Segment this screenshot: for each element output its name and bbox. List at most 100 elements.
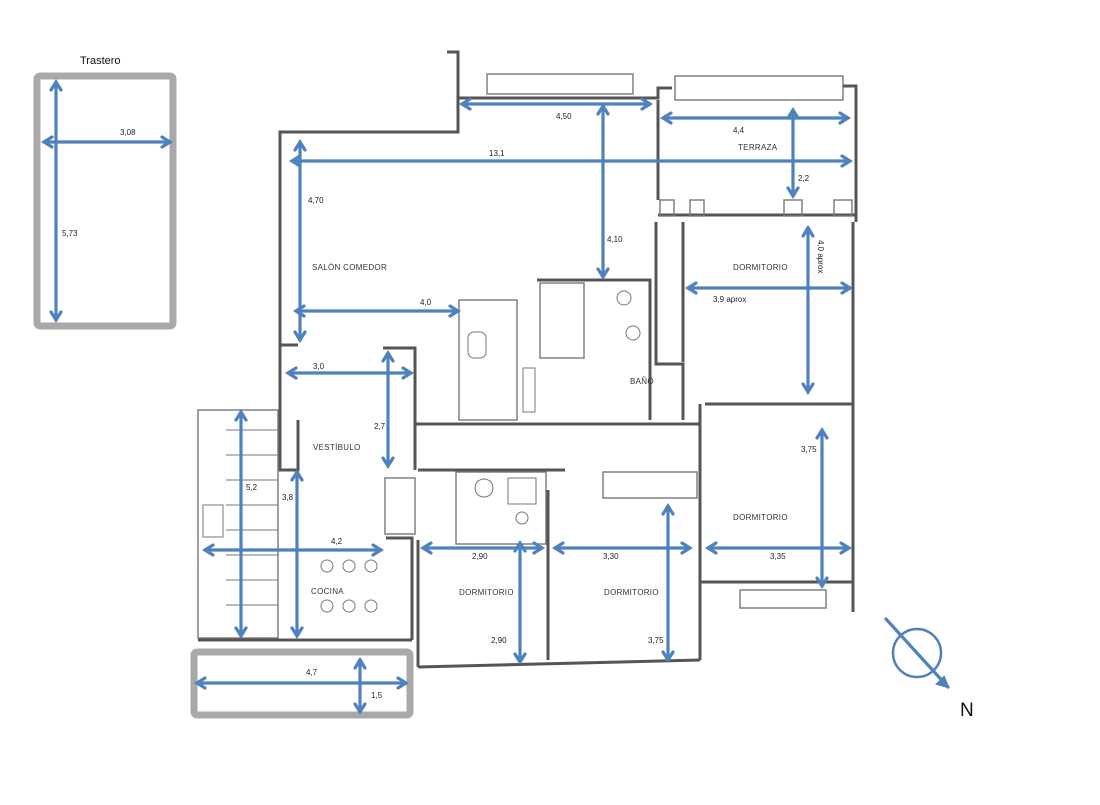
arrowhead-dorm-s2-width-start [551, 541, 565, 555]
room-label-terraza: TERRAZA [738, 143, 778, 152]
arrowhead-vestibulo-width-start [284, 366, 298, 380]
arrowhead-salon-width-end [448, 304, 462, 318]
arrowhead-terraza-depth-end [786, 186, 800, 200]
dim-label-dorm-s2-depth: 3,75 [648, 636, 664, 645]
room-label-salon-comedor: SALÓN COMEDOR [312, 263, 387, 272]
arrowhead-dorm-ne-depth-end [801, 382, 815, 396]
dim-label-balcony-width: 4,7 [306, 668, 318, 677]
dim-label-cocina-depth-inner: 3,8 [282, 493, 294, 502]
arrowhead-salon-depth-left-end [293, 330, 307, 344]
arrowhead-balcony-depth-end [353, 702, 367, 716]
dim-label-cocina-depth: 5,2 [246, 483, 258, 492]
sink-double [522, 367, 536, 413]
dimension-lines [42, 80, 852, 714]
arrowhead-terraza-width-start [659, 111, 673, 125]
dim-label-overall-length: 13,1 [489, 149, 505, 158]
wall-bano-north [537, 278, 652, 420]
room-labels: TERRAZA SALÓN COMEDOR DORMITORIO BAÑO VE… [311, 143, 788, 597]
room-label-bano: BAÑO [630, 377, 654, 386]
dim-label-vestibulo-depth: 2,7 [374, 422, 386, 431]
arrowhead-dorm-ne-depth-start [801, 224, 815, 238]
arrowhead-dorm-s2-depth-start [661, 502, 675, 516]
arrowhead-trastero-length-start [49, 78, 63, 92]
pillar-4 [833, 199, 853, 217]
arrowhead-trastero-length-end [49, 310, 63, 324]
closet-1 [602, 471, 698, 499]
room-label-cocina: COCINA [311, 587, 344, 596]
arrowhead-salon-window-end [640, 97, 654, 111]
wall-north-salon [458, 86, 672, 100]
arrowhead-terraza-depth-start [786, 106, 800, 120]
dim-label-salon-width: 4,0 [420, 298, 432, 307]
wall-outer-west [278, 50, 460, 347]
arrowhead-dorm-ne-width-start [684, 281, 698, 295]
shower [539, 282, 585, 359]
arrowhead-dorm-s2-depth-end [661, 650, 675, 664]
room-label-dormitorio-ne: DORMITORIO [733, 263, 788, 272]
window-salon [486, 73, 634, 95]
wall-cocina-east [386, 536, 414, 640]
kitchen-sink [202, 504, 224, 538]
stairs [197, 409, 279, 639]
dim-label-cocina-width: 4,2 [331, 537, 343, 546]
arrowhead-cocina-depth-start [234, 408, 248, 422]
chair-3 [364, 559, 378, 573]
wall-dorm-ne-west [654, 222, 685, 420]
dim-label-vestibulo-width: 3,0 [313, 362, 325, 371]
dim-label-terraza-width: 4,4 [733, 126, 745, 135]
wall-terraza-east [843, 84, 858, 222]
arrowhead-salon-depth-right-end [596, 267, 610, 281]
arrowhead-cocina-width-end [371, 543, 385, 557]
dim-label-dorm-s1-depth: 2,90 [491, 636, 507, 645]
storage-title: Trastero [80, 55, 121, 67]
chair-2 [342, 559, 356, 573]
walls [197, 50, 858, 669]
arrowhead-vestibulo-width-end [401, 366, 415, 380]
compass-arrowhead-icon [935, 675, 950, 689]
arrowhead-cocina-width-start [201, 543, 215, 557]
chair-6 [364, 599, 378, 613]
toilet-3 [474, 478, 494, 498]
wall-south [417, 658, 701, 669]
arrowhead-balcony-width-start [193, 676, 207, 690]
wall-vestibulo-west [278, 345, 300, 472]
arrowhead-trastero-width-start [40, 135, 54, 149]
sink-2 [515, 511, 529, 525]
wall-vestibulo-east [383, 346, 417, 470]
toilet-1 [625, 325, 641, 341]
dim-label-terraza-depth: 2,2 [798, 174, 810, 183]
toilet-2 [467, 331, 487, 359]
fridge [384, 477, 416, 535]
arrowhead-balcony-width-end [396, 676, 410, 690]
chair-4 [320, 599, 334, 613]
arrowhead-dorm-s1-width-start [419, 541, 433, 555]
arrowhead-salon-depth-left-start [293, 138, 307, 152]
compass-circle [891, 627, 943, 679]
dim-label-salon-depth-left: 4,70 [308, 196, 324, 205]
arrowhead-dorm-ne-width-end [840, 281, 854, 295]
arrowhead-cocina-depth-inner-start [290, 468, 304, 482]
arrowhead-balcony-depth-start [353, 656, 367, 670]
arrowhead-dorm-s1-depth-end [513, 652, 527, 666]
chair-5 [342, 599, 356, 613]
compass: N [884, 617, 974, 721]
pillar-3 [783, 199, 803, 217]
dim-label-balcony-depth: 1,5 [371, 691, 383, 700]
arrowhead-overall-length-end [840, 154, 854, 168]
arrowhead-salon-window-start [458, 97, 472, 111]
dim-label-dorm-ne-depth: 4,0 aprox [816, 240, 825, 273]
arrowhead-dorm-e-width-start [704, 541, 718, 555]
balcony-frame [190, 648, 414, 719]
dim-label-salon-window: 4,50 [556, 112, 572, 121]
arrowhead-dorm-s1-depth-start [513, 539, 527, 553]
arrowhead-dorm-e-width-end [839, 541, 853, 555]
arrowhead-salon-depth-right-start [596, 102, 610, 116]
arrowhead-trastero-width-end [160, 135, 174, 149]
pillar-1 [659, 199, 675, 217]
dimension-labels: 3,08 5,73 4,50 4,4 13,1 2,2 4,70 4,10 4,… [62, 112, 825, 700]
arrowhead-vestibulo-depth-start [381, 349, 395, 363]
chair-1 [320, 559, 334, 573]
shower-2 [507, 477, 537, 505]
arrowhead-dorm-e-depth-end [815, 576, 829, 590]
